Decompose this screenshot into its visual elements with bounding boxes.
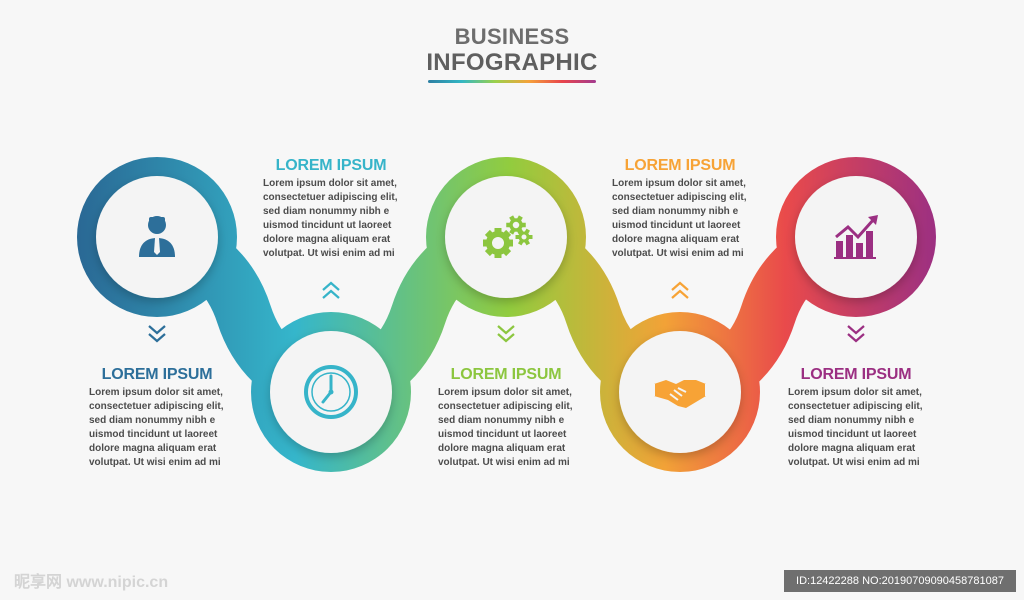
- title-line-1: BUSINESS: [454, 24, 570, 49]
- step-text-line: sed diam nonummy nibh e: [89, 415, 216, 426]
- watermark-right: ID:12422288 NO:20190709090458781087: [784, 570, 1016, 592]
- step-text: Lorem ipsum dolor sit amet, consectetuer …: [263, 177, 413, 261]
- step-text-line: uismod tincidunt ut laoreet: [263, 220, 392, 231]
- handshake-icon: [650, 362, 710, 422]
- step-text-line: uismod tincidunt ut laoreet: [612, 220, 741, 231]
- step-text-line: uismod tincidunt ut laoreet: [788, 429, 917, 440]
- step-text-line: volutpat. Ut wisi enim ad mi: [89, 457, 221, 468]
- step-heading: LOREM IPSUM: [624, 157, 736, 174]
- step-text-line: Lorem ipsum dolor sit amet,: [788, 387, 922, 398]
- step-text-line: sed diam nonummy nibh e: [438, 415, 565, 426]
- businessman-icon: [127, 207, 187, 267]
- step-text-line: dolore magna aliquam erat: [89, 443, 217, 454]
- step-heading: LOREM IPSUM: [800, 366, 912, 383]
- title-line-2: INFOGRAPHIC: [426, 49, 598, 76]
- step-text-line: uismod tincidunt ut laoreet: [438, 429, 567, 440]
- gears-icon: [476, 207, 536, 267]
- step-text-line: consectetuer adipiscing elit,: [263, 192, 398, 203]
- step-text-line: sed diam nonummy nibh e: [788, 415, 915, 426]
- step-text-line: volutpat. Ut wisi enim ad mi: [612, 248, 744, 259]
- step-text-line: dolore magna aliquam erat: [263, 234, 391, 245]
- growth-chart-icon: [826, 207, 886, 267]
- step-text-line: dolore magna aliquam erat: [788, 443, 916, 454]
- step-heading: LOREM IPSUM: [450, 366, 562, 383]
- title-block: BUSINESS INFOGRAPHIC: [0, 24, 1024, 83]
- disc-layer: [96, 176, 917, 453]
- step-text-line: sed diam nonummy nibh e: [263, 206, 390, 217]
- step-text: Lorem ipsum dolor sit amet, consectetuer …: [89, 386, 239, 470]
- step-heading: LOREM IPSUM: [101, 366, 213, 383]
- step-text-line: Lorem ipsum dolor sit amet,: [438, 387, 572, 398]
- chevron-up-icon: [319, 280, 343, 302]
- step-text-line: volutpat. Ut wisi enim ad mi: [438, 457, 570, 468]
- title-underline: [428, 80, 596, 83]
- step-text: Lorem ipsum dolor sit amet, consectetuer …: [612, 177, 762, 261]
- chevron-down-icon: [145, 323, 169, 345]
- step-text: Lorem ipsum dolor sit amet, consectetuer …: [438, 386, 588, 470]
- step-text-line: Lorem ipsum dolor sit amet,: [263, 178, 397, 189]
- watermark-left: 昵享网 www.nipic.cn: [14, 574, 169, 591]
- chevron-down-icon: [844, 323, 868, 345]
- step-text-line: dolore magna aliquam erat: [612, 234, 740, 245]
- step-text-line: consectetuer adipiscing elit,: [438, 401, 573, 412]
- step-text-line: uismod tincidunt ut laoreet: [89, 429, 218, 440]
- chevron-down-icon: [494, 323, 518, 345]
- step-text: Lorem ipsum dolor sit amet, consectetuer …: [788, 386, 938, 470]
- chevron-up-icon: [668, 280, 692, 302]
- step-heading: LOREM IPSUM: [275, 157, 387, 174]
- step-text-line: volutpat. Ut wisi enim ad mi: [788, 457, 920, 468]
- step-disc: [96, 176, 218, 298]
- step-text-line: consectetuer adipiscing elit,: [89, 401, 224, 412]
- step-text-line: dolore magna aliquam erat: [438, 443, 566, 454]
- step-text-line: consectetuer adipiscing elit,: [788, 401, 923, 412]
- step-text-line: consectetuer adipiscing elit,: [612, 192, 747, 203]
- clock-icon: [301, 362, 361, 422]
- step-text-line: sed diam nonummy nibh e: [612, 206, 739, 217]
- step-text-line: Lorem ipsum dolor sit amet,: [612, 178, 746, 189]
- step-text-line: Lorem ipsum dolor sit amet,: [89, 387, 223, 398]
- step-text-line: volutpat. Ut wisi enim ad mi: [263, 248, 395, 259]
